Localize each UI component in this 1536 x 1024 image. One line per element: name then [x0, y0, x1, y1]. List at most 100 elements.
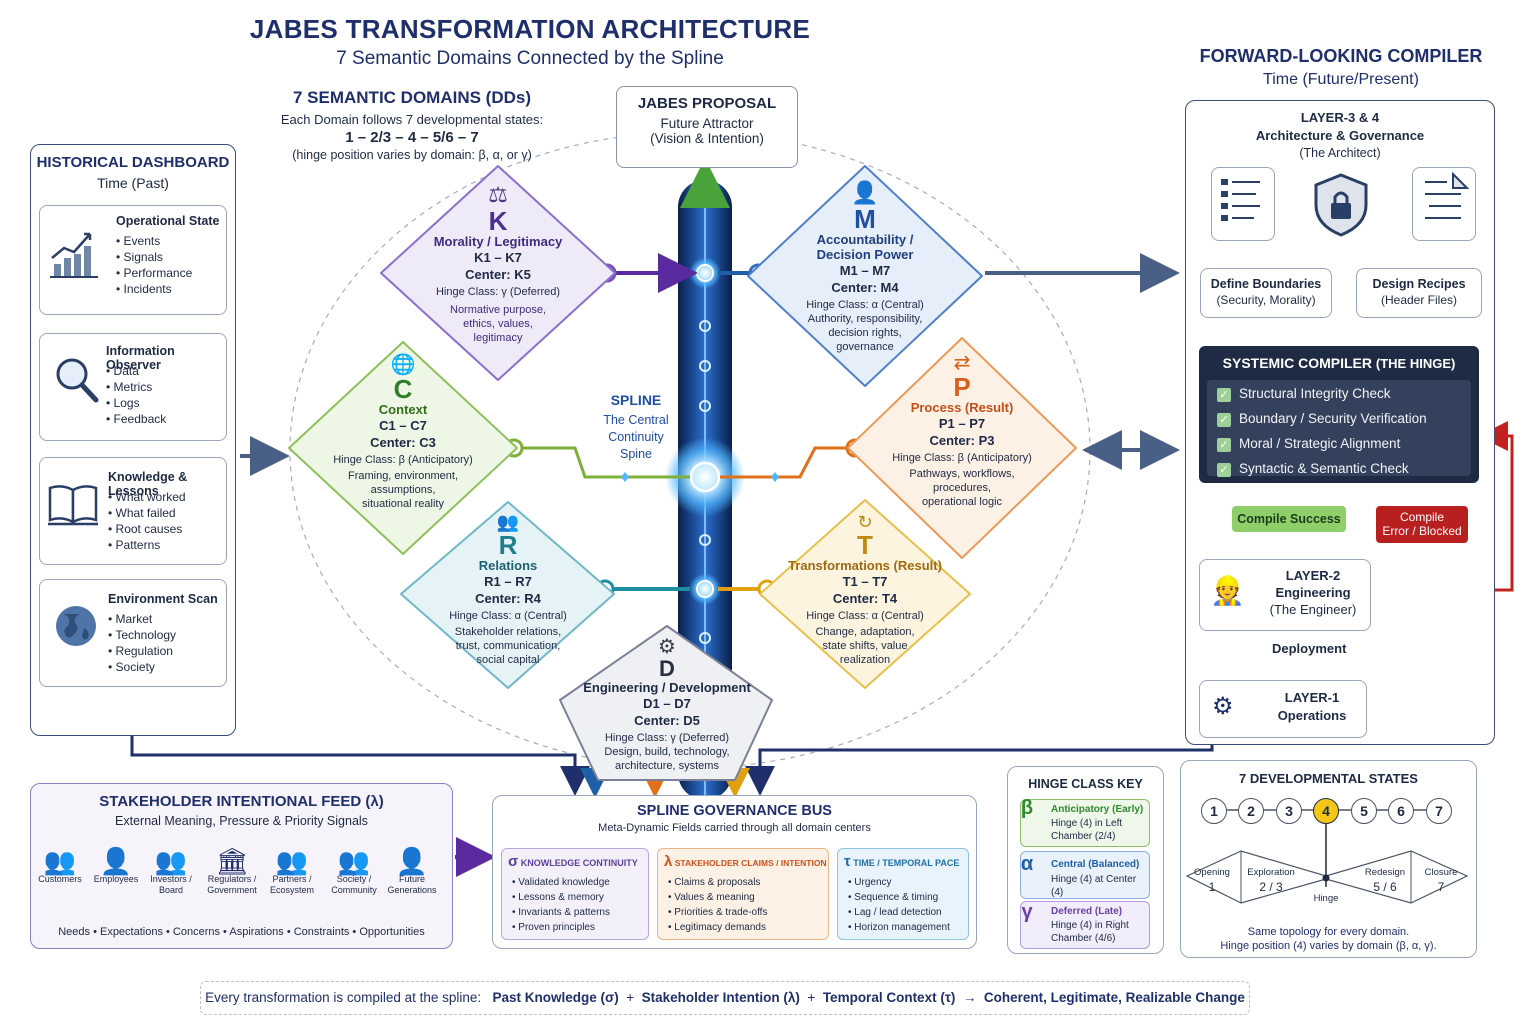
list-item: What failed	[108, 505, 186, 521]
domain-r[interactable]: 👥 R Relations R1 – R7 Center: R4 Hinge C…	[428, 512, 588, 667]
check-boundary: ✓Boundary / Security Verification	[1217, 411, 1427, 427]
layer1-text: LAYER-1 Operations	[1260, 690, 1364, 723]
list-item: Lag / lead detection	[848, 905, 950, 920]
beta-symbol: β	[1020, 797, 1034, 819]
stakeholder-label2: Ecosystem	[269, 885, 314, 895]
hinge-key-gamma: γ Deferred (Late) Hinge (4) in Right Cha…	[1020, 901, 1150, 949]
layer2-title: LAYER-2	[1285, 568, 1341, 583]
domain-d-range: D1 – D7	[643, 696, 691, 711]
stakeholder-label: Society /	[336, 874, 372, 884]
domain-t-center: Center: T4	[832, 591, 898, 606]
stakeholder-society[interactable]: 👥Society /Community	[317, 848, 391, 896]
bus-stakeholder-column[interactable]: λ STAKEHOLDER CLAIMS / INTENTION Claims …	[657, 848, 829, 940]
operational-title: Operational State	[116, 214, 220, 228]
layer2-text: LAYER-2 Engineering (The Engineer)	[1258, 568, 1368, 617]
stakeholder-label: Partners /	[272, 874, 312, 884]
alpha-label: Central (Balanced)	[1051, 859, 1140, 870]
proposal-line1: Future Attractor	[660, 116, 754, 131]
layer1-title: LAYER-1	[1284, 690, 1340, 705]
redesign-label: Redesign	[1364, 867, 1406, 878]
domain-m-desc1: Authority, responsibility,	[807, 313, 923, 325]
design-recipes-sub: (Header Files)	[1380, 293, 1458, 307]
layer1-box[interactable]: ⚙ LAYER-1 Operations	[1199, 680, 1367, 738]
domain-r-desc3: social capital	[476, 654, 540, 666]
checkbox-icon: ✓	[1217, 438, 1231, 452]
domain-d-name: Engineering / Development	[583, 680, 751, 695]
list-item: Regulation	[108, 643, 176, 659]
state-5: 5	[1351, 798, 1377, 824]
historical-dashboard: HISTORICAL DASHBOARD Time (Past) Operati…	[30, 144, 236, 736]
layer2-sub: Engineering	[1275, 585, 1351, 600]
stakeholder-employees[interactable]: 👤Employees	[79, 848, 153, 885]
bus-title: SPLINE GOVERNANCE BUS	[637, 803, 832, 819]
list-item: Urgency	[848, 875, 950, 890]
hinge-class-key: HINGE CLASS KEY β Anticipatory (Early) H…	[1007, 766, 1164, 954]
domain-m-name1: Accountability /	[816, 232, 914, 247]
historical-card-operational[interactable]: Operational State Events Signals Perform…	[39, 205, 227, 315]
hinge-label: Hinge	[1313, 893, 1339, 904]
historical-card-observer[interactable]: Information Observer Data Metrics Logs F…	[39, 333, 227, 441]
states-notes: Same topology for every domain. Hinge po…	[1181, 925, 1476, 953]
proposal-title: JABES PROPOSAL	[637, 95, 777, 112]
bus-stakeholder-header: λ STAKEHOLDER CLAIMS / INTENTION	[664, 853, 827, 870]
globe-icon	[56, 606, 96, 646]
checkbox-icon: ✓	[1217, 388, 1231, 402]
historical-card-environment[interactable]: Environment Scan Market Technology Regul…	[39, 579, 227, 687]
historical-card-knowledge[interactable]: Knowledge & Lessons What worked What fai…	[39, 457, 227, 565]
group-icon: 👥	[496, 512, 520, 532]
beta-line2: Chamber (2/4)	[1051, 831, 1116, 842]
layer2-box[interactable]: 👷 LAYER-2 Engineering (The Engineer)	[1199, 559, 1371, 631]
systemic-compiler-title: SYSTEMIC COMPILER (THE HINGE)	[1199, 355, 1479, 371]
domain-c[interactable]: 🌐 C Context C1 – C7 Center: C3 Hinge Cla…	[318, 354, 488, 511]
list-item: Incidents	[116, 281, 192, 297]
opening-label: Opening	[1194, 867, 1230, 878]
check-list: ✓Structural Integrity Check ✓Boundary / …	[1207, 380, 1471, 477]
domain-t[interactable]: ↻ T Transformations (Result) T1 – T7 Cen…	[780, 512, 950, 667]
stakeholder-customers[interactable]: 👥Customers	[23, 848, 97, 885]
tau-symbol: τ	[844, 853, 851, 870]
domain-k[interactable]: ⚖ K Morality / Legitimacy K1 – K7 Center…	[410, 182, 586, 345]
footer-arrow: →	[962, 990, 977, 1005]
systemic-compiler[interactable]: SYSTEMIC COMPILER (THE HINGE) ✓Structura…	[1199, 346, 1479, 483]
stakeholder-investors[interactable]: 👥Investors /Board	[134, 848, 208, 896]
domain-d-letter: D	[659, 656, 675, 681]
list-item: Patterns	[108, 537, 186, 553]
customers-icon: 👥	[43, 846, 77, 876]
stakeholder-feed: STAKEHOLDER INTENTIONAL FEED (λ) Externa…	[30, 783, 453, 949]
domain-r-center: Center: R4	[475, 591, 541, 606]
gamma-symbol: γ	[1021, 901, 1033, 923]
domain-c-name: Context	[378, 402, 428, 417]
domain-k-letter: K	[488, 206, 508, 236]
design-recipes-label: Design Recipes	[1372, 277, 1466, 291]
domain-p-desc2: procedures,	[932, 482, 992, 494]
stakeholder-regulators[interactable]: 🏛Regulators /Government	[195, 848, 269, 896]
spline-line1: The Central	[603, 413, 669, 427]
bus-knowledge-column[interactable]: σ KNOWLEDGE CONTINUITY Validated knowled…	[501, 848, 649, 940]
domain-p[interactable]: ⇄ P Process (Result) P1 – P7 Center: P3 …	[872, 352, 1052, 509]
compiler-subtitle: Time (Future/Present)	[1263, 71, 1419, 88]
bus-subtitle: Meta-Dynamic Fields carried through all …	[598, 822, 871, 834]
state-6: 6	[1388, 798, 1414, 824]
page-title: JABES TRANSFORMATION ARCHITECTURE	[249, 14, 811, 44]
footer-knowledge: Past Knowledge (σ)	[492, 990, 619, 1005]
bus-knowledge-header: σ KNOWLEDGE CONTINUITY	[508, 853, 638, 870]
domain-m[interactable]: 👤 M Accountability / Decision Power M1 –…	[780, 180, 950, 354]
bus-time-column[interactable]: τ TIME / TEMPORAL PACE Urgency Sequence …	[837, 848, 969, 940]
domain-c-desc3: situational reality	[362, 498, 444, 510]
list-item: Validated knowledge	[512, 875, 610, 890]
engineer-icon: 👷	[1210, 575, 1245, 606]
state-1: 1	[1201, 798, 1227, 824]
stakeholder-partners[interactable]: 👥Partners /Ecosystem	[255, 848, 329, 896]
domains-intro-line3: (hinge position varies by domain: β, α, …	[292, 148, 532, 162]
domain-d-desc2: architecture, systems	[615, 760, 719, 772]
bus-stakeholder-list: Claims & proposals Values & meaning Prio…	[668, 875, 767, 935]
define-boundaries-box[interactable]: Define Boundaries (Security, Morality)	[1200, 268, 1332, 318]
design-recipes-box[interactable]: Design Recipes (Header Files)	[1356, 268, 1482, 318]
domain-t-hinge: Hinge Class: α (Central)	[806, 610, 924, 622]
domain-p-letter: P	[953, 372, 971, 402]
domain-k-desc3: legitimacy	[473, 332, 523, 344]
domain-d[interactable]: ⚙ D Engineering / Development D1 – D7 Ce…	[574, 636, 760, 773]
